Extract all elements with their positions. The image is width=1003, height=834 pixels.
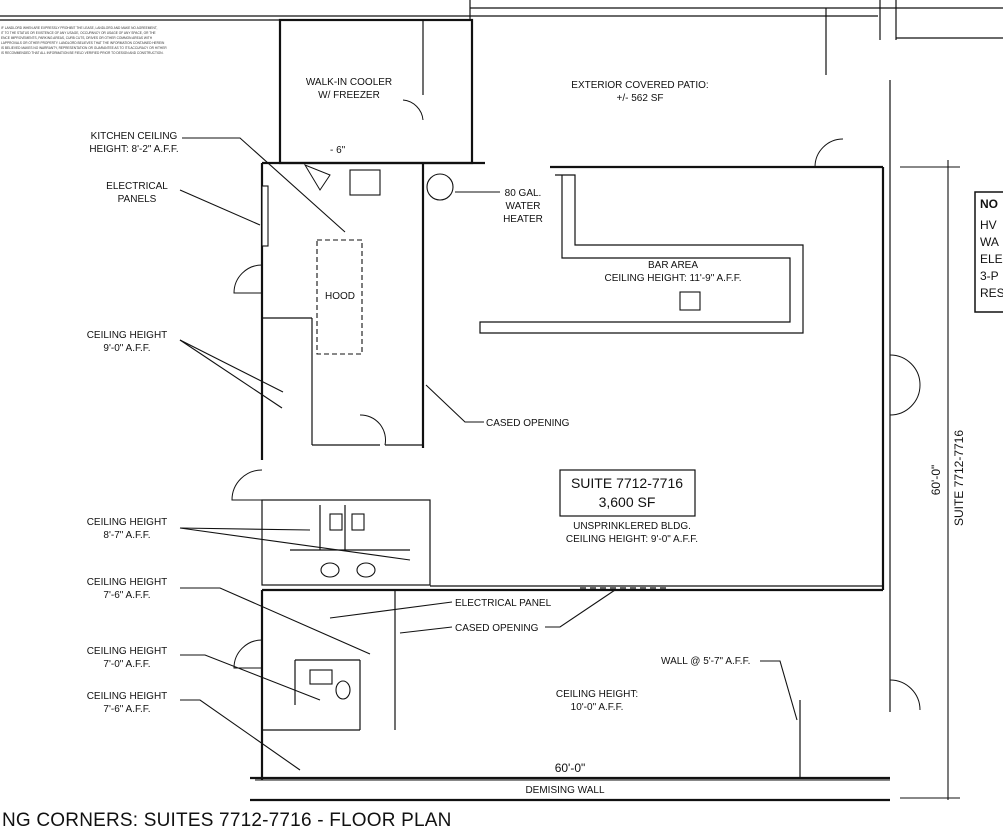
notes-line: WA bbox=[980, 235, 999, 249]
water-heater-icon bbox=[426, 173, 454, 201]
notes-box: NO HV WA ELE 3-P RES bbox=[974, 191, 1003, 313]
suite-side-label: SUITE 7712-7716 bbox=[952, 430, 966, 526]
fixtures bbox=[261, 169, 804, 700]
sink-icon bbox=[349, 169, 381, 196]
door-swing-icon bbox=[889, 354, 921, 416]
notes-line: ELE bbox=[980, 252, 1003, 266]
ceiling-height-callout: CEILING HEIGHT bbox=[87, 517, 168, 528]
ceiling-height-callout: 9'-0" A.F.F. bbox=[103, 343, 150, 354]
hood-outline bbox=[316, 239, 363, 355]
leader-line bbox=[760, 660, 798, 721]
ceiling-height-callout: 7'-6" A.F.F. bbox=[103, 704, 150, 715]
bar-ceiling-label: CEILING HEIGHT: 11'-9" A.F.F. bbox=[605, 273, 742, 284]
toilet-icon bbox=[335, 680, 351, 700]
leader-line bbox=[179, 527, 311, 531]
suite-label-box bbox=[559, 469, 696, 517]
ceiling-height-callout: CEILING HEIGHT bbox=[87, 577, 168, 588]
toilet-icon bbox=[320, 562, 340, 578]
door-swing-icon bbox=[233, 264, 263, 294]
disclaimer-block: IF LANDLORD WHEN ARE EXPRESSLY PROHIBIT … bbox=[1, 26, 167, 55]
sprinkler-note: UNSPRINKLERED BLDG. bbox=[573, 521, 691, 532]
walkin-cooler-label: WALK-IN COOLER bbox=[306, 77, 392, 88]
lavatory-icon bbox=[309, 669, 333, 685]
notes-line: HV bbox=[980, 218, 997, 232]
leader-line bbox=[425, 384, 484, 423]
leader-line bbox=[180, 654, 321, 701]
patio-label: EXTERIOR COVERED PATIO: bbox=[571, 80, 708, 91]
notes-frame bbox=[974, 191, 1003, 313]
bar-area-label: BAR AREA bbox=[648, 260, 698, 271]
cased-opening-callout: CASED OPENING bbox=[486, 418, 570, 429]
six-inch-callout: - 6" bbox=[330, 145, 346, 156]
wall-height-callout: WALL @ 5'-7" A.F.F. bbox=[661, 656, 750, 667]
leader-line bbox=[329, 601, 453, 619]
dimensions: 60'-0" DEMISING WALL 60'-0" SUITE 7712-7… bbox=[255, 160, 966, 800]
door-swing-icon bbox=[231, 469, 263, 501]
rear-ceiling-label: CEILING HEIGHT: bbox=[556, 689, 638, 700]
walkin-cooler-label: W/ FREEZER bbox=[318, 90, 380, 101]
leader-line bbox=[179, 189, 261, 226]
kitchen-ceiling-callout: KITCHEN CEILING bbox=[91, 131, 178, 142]
notes-line: RES bbox=[980, 286, 1003, 300]
drawing-title: NG CORNERS: SUITES 7712-7716 - FLOOR PLA… bbox=[2, 810, 452, 831]
ceiling-height-callout: CEILING HEIGHT bbox=[87, 646, 168, 657]
notes-line: 3-P bbox=[980, 269, 999, 283]
doors bbox=[231, 99, 921, 711]
bar-counter bbox=[479, 174, 804, 334]
ceiling-height-callout: 7'-0" A.F.F. bbox=[103, 659, 150, 670]
rear-ceiling-label: 10'-0" A.F.F. bbox=[571, 702, 624, 713]
leader-line bbox=[545, 589, 616, 628]
room-labels: WALK-IN COOLER W/ FREEZER EXTERIOR COVER… bbox=[306, 77, 742, 713]
ceiling-height-callout: 7'-6" A.F.F. bbox=[103, 590, 150, 601]
leader-line bbox=[182, 137, 346, 233]
patio-area-label: +/- 562 SF bbox=[617, 93, 664, 104]
callouts: KITCHEN CEILING HEIGHT: 8'-2" A.F.F. ELE… bbox=[87, 131, 798, 771]
hood-label: HOOD bbox=[325, 291, 355, 302]
door-swing-icon bbox=[359, 414, 386, 446]
water-heater-callout: 80 GAL. bbox=[505, 188, 542, 199]
door-swing-icon bbox=[233, 639, 263, 669]
kitchen-ceiling-callout: HEIGHT: 8'-2" A.F.F. bbox=[89, 144, 178, 155]
bar-sink-icon bbox=[679, 291, 701, 311]
disclaimer-line: IS RECOMMENDED THAT ALL INFORMATION BE F… bbox=[1, 51, 164, 55]
suite-name: SUITE 7712-7716 bbox=[571, 475, 683, 491]
electrical-panels-callout: ELECTRICAL bbox=[106, 181, 168, 192]
suite-label-group: SUITE 7712-7716 3,600 SF UNSPRINKLERED B… bbox=[559, 469, 698, 545]
door-swing-icon bbox=[402, 99, 424, 121]
leader-line bbox=[399, 626, 453, 634]
cased-opening-callout: CASED OPENING bbox=[455, 623, 539, 634]
leader-line bbox=[179, 339, 283, 409]
demising-wall-label: DEMISING WALL bbox=[525, 785, 605, 796]
water-heater-callout: WATER bbox=[506, 201, 541, 212]
ceiling-height-callout: 8'-7" A.F.F. bbox=[103, 530, 150, 541]
disclaimer-line: LAPPROVALS OR OTHER PROPERTY. LANDLORD B… bbox=[1, 41, 165, 45]
depth-dimension: 60'-0" bbox=[929, 465, 943, 496]
width-dimension: 60'-0" bbox=[555, 761, 586, 775]
disclaimer-line: IS BELIEVED MAKES NO WARRANTY, REPRESENT… bbox=[1, 46, 167, 50]
ceiling-height-callout: CEILING HEIGHT bbox=[87, 330, 168, 341]
ceiling-height-callout: CEILING HEIGHT bbox=[87, 691, 168, 702]
water-heater-callout: HEATER bbox=[503, 214, 543, 225]
urinal-icon bbox=[351, 513, 365, 531]
suite-ceiling-note: CEILING HEIGHT: 9'-0" A.F.F. bbox=[566, 534, 698, 545]
door-swing-icon bbox=[303, 163, 331, 191]
electrical-panel-callout: ELECTRICAL PANEL bbox=[455, 598, 552, 609]
toilet-icon bbox=[356, 562, 376, 578]
door-swing-icon bbox=[814, 138, 844, 168]
notes-title: NO bbox=[980, 197, 998, 211]
leader-line bbox=[180, 587, 371, 655]
door-swing-icon bbox=[889, 679, 921, 711]
leader-line bbox=[179, 339, 284, 393]
leader-line bbox=[180, 699, 301, 771]
suite-area: 3,600 SF bbox=[599, 494, 656, 510]
leader-line bbox=[179, 527, 411, 561]
disclaimer-line: IF LANDLORD WHEN ARE EXPRESSLY PROHIBIT … bbox=[1, 26, 157, 30]
disclaimer-line: ENCE IMPROVEMENTS, PARKING AREAS, CURB C… bbox=[1, 36, 153, 40]
urinal-icon bbox=[329, 513, 343, 531]
disclaimer-line: IT TO THE STATUS OR EXISTENCE OF ANY USA… bbox=[1, 31, 156, 35]
electrical-panel-icon bbox=[261, 185, 269, 247]
walls bbox=[0, 0, 1003, 802]
electrical-panels-callout: PANELS bbox=[118, 194, 157, 205]
